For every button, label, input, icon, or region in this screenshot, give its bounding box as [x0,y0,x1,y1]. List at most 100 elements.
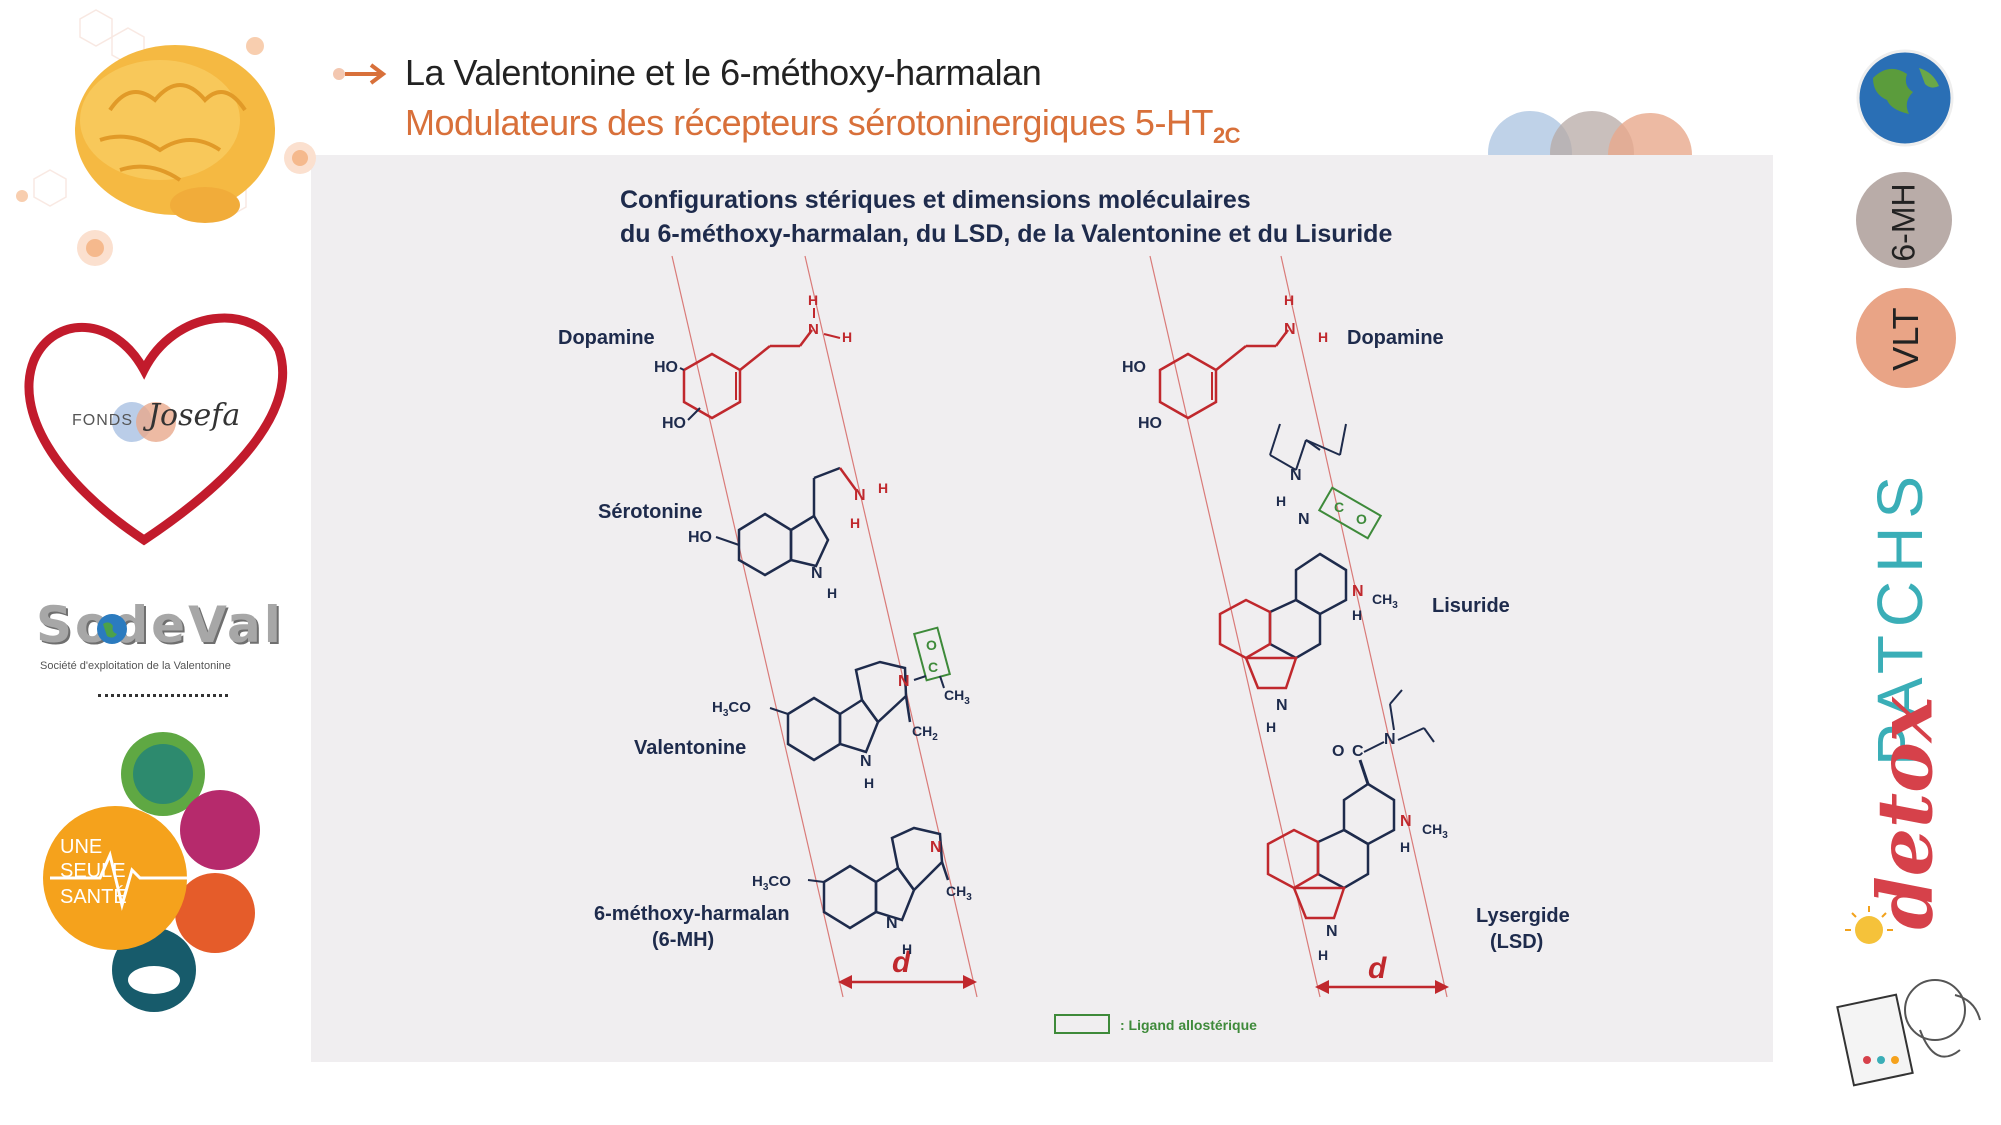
diagram-heading-line2: du 6-méthoxy-harmalan, du LSD, de la Val… [620,220,1392,248]
fonds-script-label: Josefa [148,398,241,433]
atom-o: O [1356,511,1367,527]
badge-6mh [1856,172,1952,268]
atom-ch3: CH [946,883,966,899]
atom-n: N [811,565,823,582]
atom-ch3: CH [944,687,964,703]
one-health-line2: SEULE [60,860,126,882]
atom-ho: HO [1138,415,1162,432]
atom-h: H [850,515,860,531]
atom-sub: 3 [723,708,729,719]
atom-sub: 3 [964,696,970,707]
atom-n: N [1352,583,1364,600]
atom-sub: 3 [763,882,769,893]
atom-n: N [1276,697,1288,714]
atom-h: H [864,775,874,791]
earth-globe-icon [1856,49,1954,147]
svg-text:CH3: CH3 [946,883,972,903]
atom-ho: HO [688,529,712,546]
molecule-dopamine-right: Dopamine N H H HO HO [1122,292,1444,432]
atom-o: O [926,637,937,653]
molecule-label: Dopamine [1347,327,1444,349]
legend-label: : Ligand allostérique [1120,1017,1257,1033]
atom-h: H [1318,947,1328,963]
molecule-lysergide: Lysergide (LSD) O C N N CH3 H N H [1266,689,1570,963]
atom-ho: HO [654,359,678,376]
svg-text:CH3: CH3 [944,687,970,707]
atom-h: H [712,699,723,716]
sodeval-tagline: Société d'exploitation de la Valentonine [40,660,231,672]
molecule-valentonine: Valentonine N CH2 O C CH3 N H H3CO [634,626,970,791]
atom-n: N [898,673,910,690]
molecule-serotonin: Sérotonine N H H N H HO [598,466,888,601]
atom-n: N [1326,923,1338,940]
atom-co: CO [728,699,751,716]
patch-mascot-illustration [1836,906,1981,1087]
atom-n: N [886,915,898,932]
globe-icon [97,614,127,644]
distance-label-left: d [892,946,911,979]
distance-arrow-left [838,975,977,989]
atom-ch3: CH [1422,821,1442,837]
atom-n: N [854,487,866,504]
atom-n: N [1384,731,1396,748]
atom-h: H [1266,719,1276,735]
sodeval-silhouettes [98,684,228,697]
atom-n: N [1298,511,1310,528]
atom-h: H [808,292,818,308]
atom-h: H [827,585,837,601]
molecule-diagram: Configurations stériques et dimensions m… [558,186,1570,1034]
distance-label-right: d [1368,952,1387,985]
guide-lines-right [1149,255,1448,998]
guide-lines-left [671,255,978,998]
svg-text:H3CO: H3CO [712,699,751,719]
atom-sub: 3 [966,892,972,903]
atom-c: C [1352,743,1364,760]
legend-swatch [1054,1014,1110,1034]
atom-n: N [808,321,819,338]
molecule-label-abbr: (LSD) [1490,931,1543,953]
atom-h: H [1352,607,1362,623]
distance-arrow-right [1315,980,1449,994]
atom-h: H [1284,292,1294,308]
slide-subtitle: Modulateurs des récepteurs sérotoninergi… [405,102,1241,149]
badge-vlt-label: VLT [1885,307,1926,371]
one-health-line1: UNE [60,836,103,858]
atom-n: N [1400,813,1412,830]
atom-n: N [860,753,872,770]
atom-ch2: CH [912,723,932,739]
svg-text:CH3: CH3 [1422,821,1448,841]
atom-c: C [928,659,938,675]
atom-sub: 2 [932,732,938,743]
fonds-label: FONDS [72,412,133,429]
slide-title: La Valentonine et le 6-méthoxy-harmalan [405,52,1042,93]
sodeval-logo: SodeVal [36,596,284,654]
diagram-panel [311,155,1773,1062]
molecule-label: Sérotonine [598,501,702,523]
atom-c: C [1334,499,1344,515]
fonds-josefa-heart-logo [24,313,288,546]
atom-co: CO [768,873,791,890]
atom-sub: 3 [1392,600,1398,611]
atom-n: N [1290,467,1302,484]
molecule-label: 6-méthoxy-harmalan [594,903,790,925]
svg-text:CH2: CH2 [912,723,938,743]
atom-h: H [878,480,888,496]
one-health-line3: SANTÉ [60,886,127,908]
molecule-dopamine-left: Dopamine N H H HO HO [558,292,852,432]
molecule-lisuride: Lisuride N C O H N N CH3 H N H [1218,423,1510,735]
molecule-label: Lysergide [1476,905,1570,927]
atom-h: H [752,873,763,890]
atom-ho: HO [1122,359,1146,376]
molecule-label: Lisuride [1432,595,1510,617]
molecule-label: Dopamine [558,327,655,349]
badge-vlt [1856,288,1956,388]
molecule-6-methoxy-harmalan: 6-méthoxy-harmalan (6-MH) N CH3 N H H3CO [594,826,972,957]
atom-h: H [842,329,852,345]
diagram-heading-line1: Configurations stériques et dimensions m… [620,186,1251,214]
badge-6mh-label: 6-MH [1885,183,1922,262]
brain-illustration [16,9,316,266]
atom-h: H [902,941,912,957]
atom-h: H [1318,329,1328,345]
brand-detox-label: detox [1860,696,1950,930]
atom-ch3: CH [1372,591,1392,607]
